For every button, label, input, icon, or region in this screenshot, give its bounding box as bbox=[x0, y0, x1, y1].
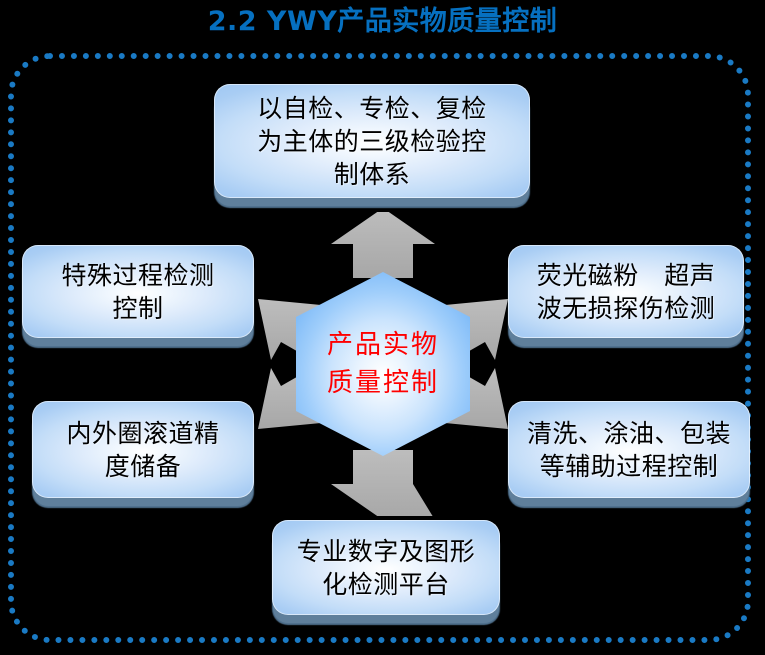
node-box-bottom-right-label: 清洗、涂油、包装 等辅助过程控制 bbox=[526, 418, 731, 481]
arrow-up bbox=[331, 212, 435, 278]
node-box-top-right-label: 荧光磁粉 超声 波无损探伤检测 bbox=[536, 260, 716, 323]
node-box-top-left[interactable]: 特殊过程检测 控制 bbox=[22, 245, 254, 338]
node-box-top-label: 以自检、专检、复检 为主体的三级检验控 制体系 bbox=[257, 93, 487, 189]
center-hexagon-diagram bbox=[258, 212, 508, 516]
node-box-bottom-label: 专业数字及图形 化检测平台 bbox=[296, 536, 476, 599]
arrow-down bbox=[331, 450, 433, 516]
node-box-top[interactable]: 以自检、专检、复检 为主体的三级检验控 制体系 bbox=[214, 84, 530, 198]
node-box-top-right[interactable]: 荧光磁粉 超声 波无损探伤检测 bbox=[508, 245, 744, 338]
node-box-bottom-left[interactable]: 内外圈滚道精 度储备 bbox=[32, 401, 254, 498]
node-box-bottom-right[interactable]: 清洗、涂油、包装 等辅助过程控制 bbox=[508, 401, 750, 498]
node-box-bottom-left-label: 内外圈滚道精 度储备 bbox=[66, 418, 220, 481]
hexagon-shape bbox=[296, 272, 470, 456]
page-title: 2.2 YWY产品实物质量控制 bbox=[207, 6, 558, 37]
node-box-bottom[interactable]: 专业数字及图形 化检测平台 bbox=[272, 520, 500, 615]
node-box-top-left-label: 特殊过程检测 控制 bbox=[61, 260, 215, 323]
